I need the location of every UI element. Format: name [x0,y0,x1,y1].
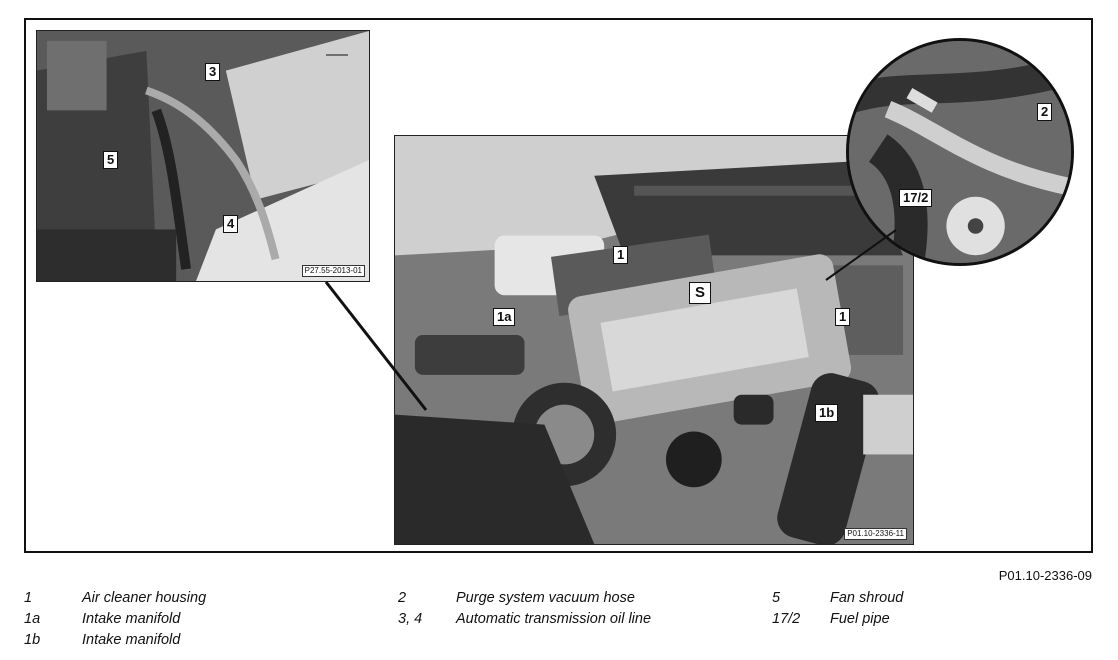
legend-label: Fuel pipe [830,611,890,627]
callout-3: 3 [205,63,221,81]
inset-left-graphic [37,31,369,281]
legend-label: Intake manifold [82,632,181,648]
photo-id-inset-left: P27.55-2013-01 [301,265,365,277]
legend-label: Air cleaner housing [82,590,207,606]
legend-label: Automatic transmission oil line [456,611,652,627]
inset-photo-transmission-lines: 3 4 5 P27.55-2013-01 [36,30,370,282]
legend-key: 1a [24,611,41,627]
legend-label: Purge system vacuum hose [456,590,635,606]
legend-label: Fan shroud [830,590,904,606]
callout-2: 2 [1037,103,1053,121]
callout-5: 5 [103,151,119,169]
callout-1b: 1b [815,404,839,422]
callout-1-right: 1 [835,308,851,326]
callout-17-2: 17/2 [899,189,933,207]
legend-key: 1 [24,590,33,606]
legend-key: 2 [398,590,407,606]
wrench-hook-icon: S [689,282,712,304]
figure-frame: 1 1 1a 1b S P01.10-2336-11 3 4 5 P27.55-… [24,18,1093,553]
engine-compartment-photo: 1 1 1a 1b S P01.10-2336-11 [394,135,914,545]
legend-key: 17/2 [772,611,801,627]
document-reference: P01.10-2336-09 [998,568,1092,583]
photo-id-main: P01.10-2336-11 [844,528,907,540]
callout-1-left: 1 [613,246,629,264]
legend-key: 1b [24,632,41,648]
legend-key: 5 [772,590,781,606]
inset-photo-fuel-pipe: 2 17/2 [846,38,1074,266]
callout-1a: 1a [493,308,516,326]
legend-key: 3, 4 [398,611,423,627]
callout-4: 4 [223,215,239,233]
legend-label: Intake manifold [82,611,181,627]
engine-photo-graphic [395,136,913,544]
inset-circle-graphic [849,41,1071,263]
